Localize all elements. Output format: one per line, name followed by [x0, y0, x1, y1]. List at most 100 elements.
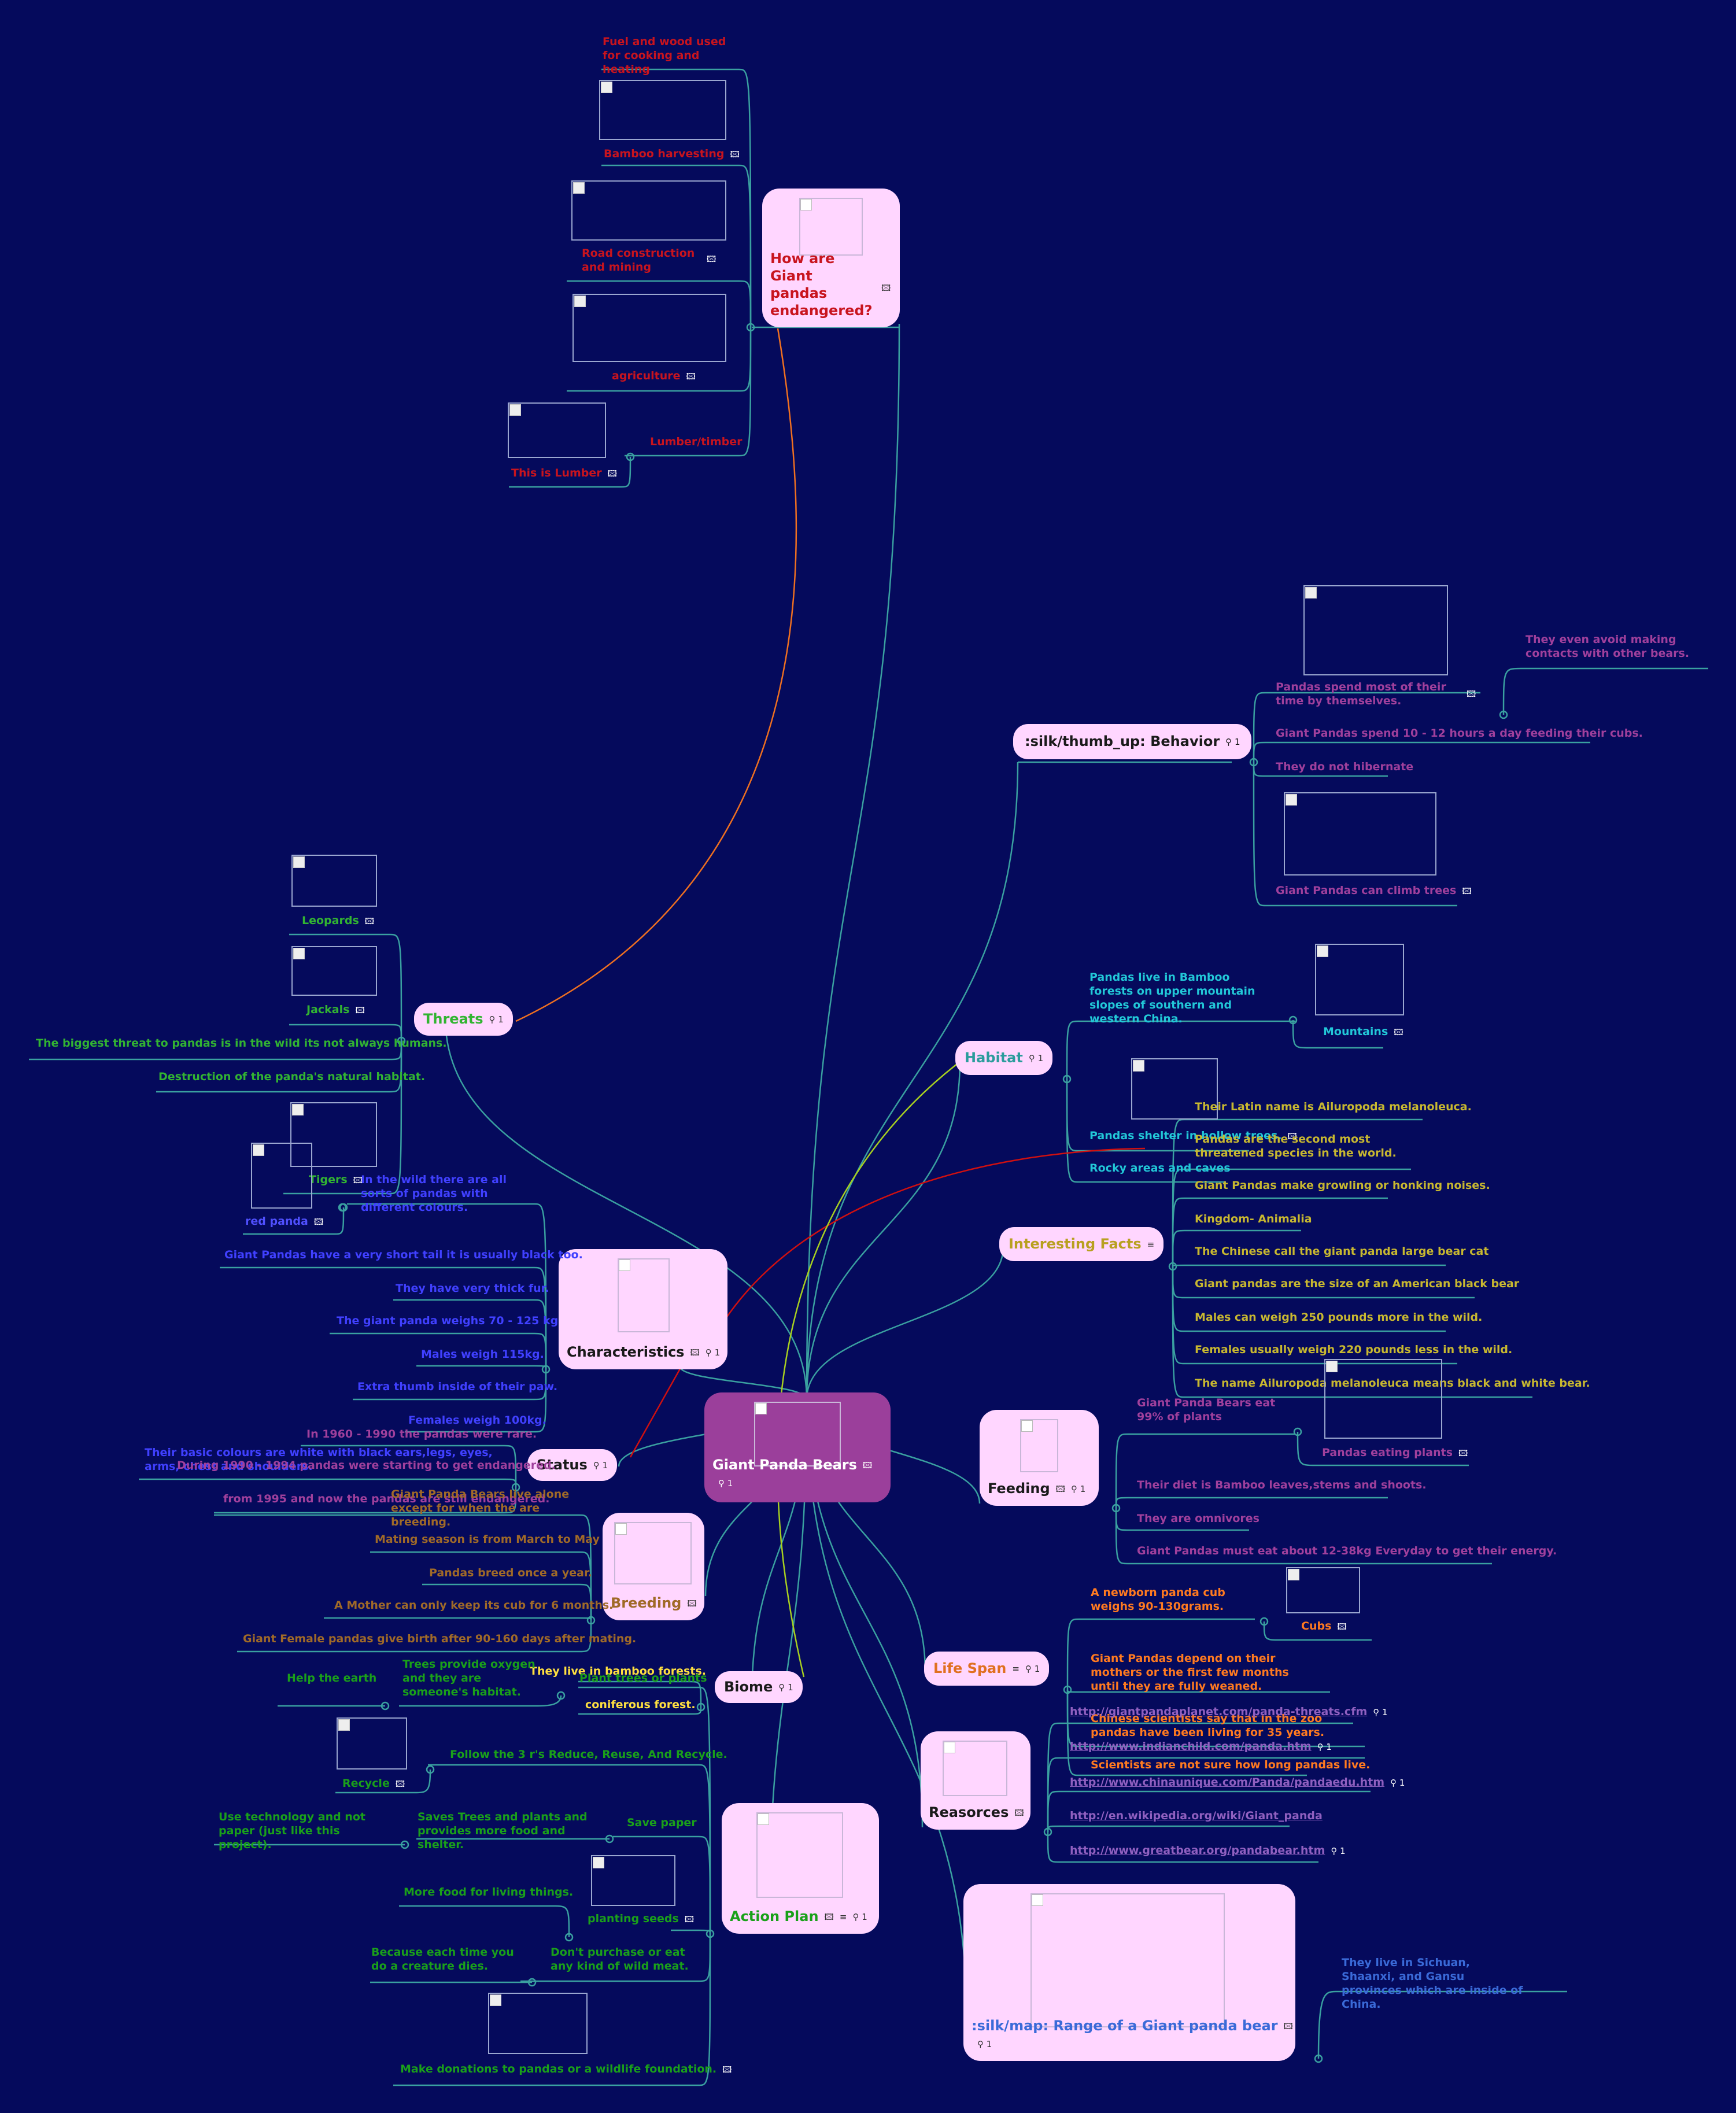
threats-item: red panda	[245, 1215, 308, 1228]
endangered-label: How are Giant pandas endangered?	[770, 250, 873, 319]
resource-link[interactable]: http://en.wikipedia.org/wiki/Giant_panda	[1070, 1809, 1323, 1822]
image-icon: 🖾	[364, 915, 375, 926]
characteristics-item: In the wild there are all sorts of panda…	[361, 1173, 507, 1214]
behavior-item: Pandas spend most of their time by thems…	[1276, 681, 1446, 707]
link-icon[interactable]: ⚲ 1	[778, 1682, 793, 1693]
link-icon[interactable]: ⚲ 1	[1317, 1741, 1332, 1752]
threats-node[interactable]: Threats⚲ 1	[414, 1003, 513, 1036]
connector-line	[515, 328, 797, 1022]
connector-line	[671, 1929, 711, 1934]
link-icon[interactable]: ⚲ 1	[1028, 1053, 1044, 1063]
connector-line	[1253, 741, 1590, 763]
feeding-item: They are omnivores	[1137, 1512, 1259, 1525]
resource-link[interactable]: http://www.indianchild.com/panda.htm	[1070, 1740, 1312, 1753]
connector-line	[1115, 1433, 1295, 1509]
link-icon[interactable]: ⚲ 1	[852, 1912, 867, 1922]
characteristics-item: Their basic colours are white with black…	[145, 1446, 493, 1473]
image-icon: 🖾	[1337, 1621, 1347, 1632]
connector-line	[289, 933, 402, 1041]
connector-line	[567, 280, 752, 328]
image-icon: 🖾	[707, 254, 716, 264]
endangered-image	[508, 402, 606, 458]
connector-line	[1047, 1825, 1290, 1833]
behavior-item: Giant Pandas can climb trees	[1276, 884, 1457, 897]
characteristics-image	[618, 1258, 670, 1332]
resources-node[interactable]: Reasorces🖾	[921, 1731, 1030, 1830]
characteristics-label: Characteristics	[567, 1344, 685, 1360]
resource-link[interactable]: http://giantpandaplanet.com/panda-threat…	[1070, 1705, 1368, 1718]
connector-line	[601, 164, 752, 328]
image-icon: 🖾	[1467, 689, 1476, 699]
action-image	[488, 1993, 588, 2054]
connector-line	[1317, 1990, 1567, 2059]
image-icon: 🖾	[686, 371, 696, 382]
breeding-item: Giant Panda Bears live alone except for …	[391, 1488, 570, 1528]
image-icon: 🖾	[1458, 1447, 1468, 1458]
lifespan-item: Giant Pandas depend on their mothers or …	[1091, 1652, 1289, 1693]
link-icon[interactable]: ⚲ 1	[1025, 1664, 1040, 1674]
range-node[interactable]: :silk/map: Range of a Giant panda bear🖾⚲…	[963, 1884, 1295, 2061]
link-icon[interactable]: ⚲ 1	[593, 1460, 608, 1471]
connector-line	[578, 1706, 702, 1715]
connector-knob[interactable]	[338, 1203, 347, 1212]
connector-line	[1047, 1790, 1371, 1833]
status-item: from 1995 and now the pandas are still e…	[223, 1493, 550, 1505]
breeding-item: Giant Female pandas give birth after 90-…	[243, 1632, 637, 1645]
action-item: Make donations to pandas or a wildlife f…	[400, 2063, 717, 2075]
status-item: During 1990 - 1994 pandas were starting …	[177, 1459, 556, 1472]
action-item: Plant trees or plants	[579, 1672, 707, 1685]
connector-line	[777, 1061, 961, 1678]
link-icon[interactable]: ⚲ 1	[977, 2039, 992, 2049]
feeding-image	[1324, 1359, 1442, 1439]
link-icon[interactable]: ⚲ 1	[718, 1478, 733, 1488]
breeding-label: Breeding	[611, 1595, 682, 1611]
action-item: Trees provide oxygen and they are someon…	[402, 1658, 535, 1698]
characteristics-node[interactable]: Characteristics🖾⚲ 1	[559, 1249, 727, 1369]
characteristics-item: Males weigh 115kg.	[421, 1348, 544, 1361]
endangered-item: Fuel and wood used for cooking and heati…	[603, 35, 726, 76]
threats-image	[290, 1102, 377, 1167]
connector-line	[1253, 692, 1480, 763]
link-icon[interactable]: ⚲ 1	[1331, 1845, 1346, 1856]
root-label: Giant Panda Bears	[712, 1457, 857, 1473]
connector-line	[509, 456, 631, 488]
link-icon[interactable]: ⚲ 1	[705, 1347, 721, 1358]
status-node[interactable]: Status⚲ 1	[527, 1449, 618, 1481]
feeding-label: Feeding	[988, 1480, 1050, 1497]
resource-link[interactable]: http://www.chinaunique.com/Panda/pandaed…	[1070, 1776, 1385, 1789]
resources-label: Reasorces	[929, 1804, 1009, 1820]
action-node[interactable]: Action Plan🖾≡⚲ 1	[722, 1803, 879, 1934]
behavior-node[interactable]: :silk/thumb_up: Behavior⚲ 1	[1013, 724, 1252, 759]
endangered-node[interactable]: How are Giant pandas endangered? 🖾	[762, 189, 900, 327]
connector-line	[806, 1246, 1004, 1400]
connector-line	[725, 1147, 1146, 1319]
connector-line	[806, 1061, 961, 1400]
link-icon[interactable]: ⚲ 1	[1225, 737, 1240, 747]
habitat-node[interactable]: Habitat⚲ 1	[955, 1041, 1053, 1075]
behavior-item: They do not hibernate	[1276, 760, 1414, 773]
characteristics-item: Extra thumb inside of their paw.	[357, 1380, 558, 1393]
characteristics-item: Females weigh 100kg.	[408, 1414, 546, 1427]
connector-line	[1066, 1020, 1295, 1080]
threats-image	[291, 946, 377, 996]
threats-item: Leopards	[302, 914, 359, 927]
link-icon[interactable]: ⚲ 1	[489, 1014, 504, 1025]
link-icon[interactable]: ⚲ 1	[1373, 1706, 1388, 1717]
resource-link[interactable]: http://www.greatbear.org/pandabear.htm	[1070, 1844, 1325, 1857]
breeding-node[interactable]: Breeding🖾	[603, 1513, 704, 1620]
link-icon[interactable]: ⚲ 1	[1070, 1484, 1086, 1494]
threats-item: Destruction of the panda's natural habit…	[158, 1070, 426, 1083]
facts-item: The name Ailuropoda melanoleuca means bl…	[1195, 1377, 1590, 1390]
connector-line	[806, 323, 900, 1400]
biome-node[interactable]: Biome⚲ 1	[715, 1671, 803, 1703]
feeding-node[interactable]: Feeding🖾⚲ 1	[980, 1410, 1099, 1506]
range-item: They live in Sichuan, Shaanxi, and Gansu…	[1342, 1956, 1523, 2011]
root-node[interactable]: Giant Panda Bears🖾⚲ 1	[704, 1392, 891, 1502]
habitat-item: Rocky areas and caves	[1089, 1162, 1231, 1174]
lifespan-node[interactable]: Life Span≡⚲ 1	[924, 1652, 1050, 1686]
facts-node[interactable]: Interesting Facts≡	[999, 1227, 1164, 1261]
link-icon[interactable]: ⚲ 1	[1390, 1777, 1405, 1788]
connector-line	[806, 762, 1019, 1400]
connector-line	[214, 1487, 517, 1514]
note-icon: ≡	[1147, 1239, 1155, 1250]
